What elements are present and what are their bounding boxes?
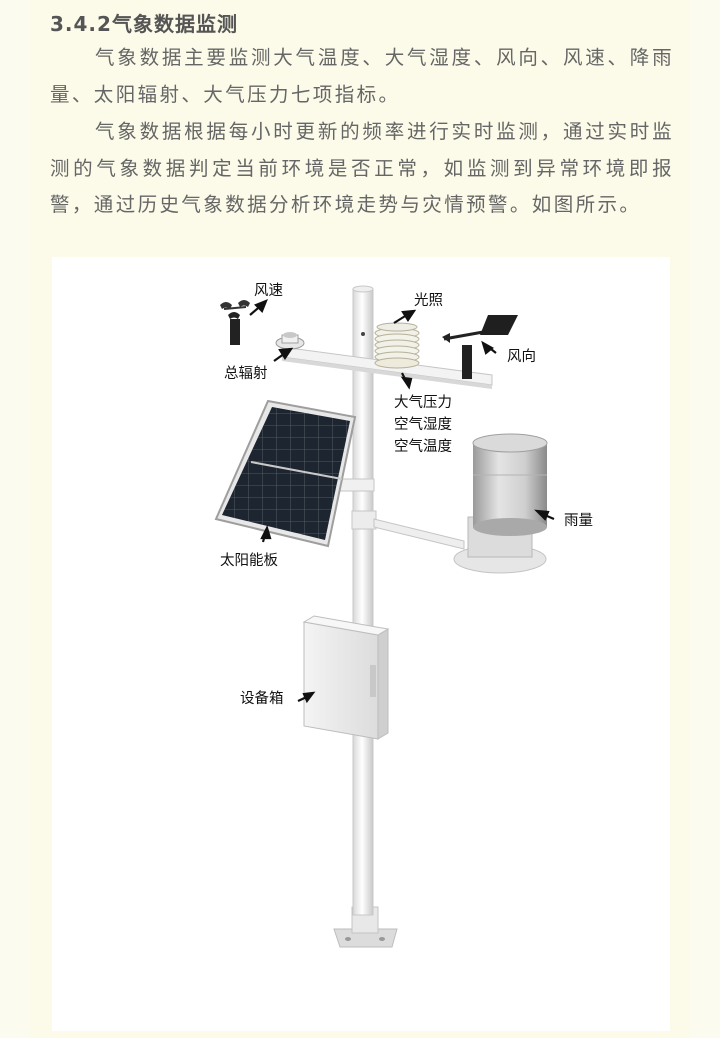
pole-base (333, 906, 398, 948)
radiation-sensor (275, 332, 305, 350)
radiation-shield (374, 322, 420, 369)
label-total-radiation: 总辐射 (224, 366, 268, 382)
paragraph-1: 气象数据主要监测大气温度、大气湿度、风向、风速、降雨量、太阳辐射、大气压力七项指… (50, 46, 674, 106)
label-pressure: 大气压力 (394, 395, 452, 411)
label-rain: 雨量 (564, 513, 593, 529)
label-wind-speed: 风速 (254, 283, 283, 299)
section-heading: 3.4.2气象数据监测 (50, 12, 238, 36)
main-pole (352, 288, 374, 916)
label-equipment-box: 设备箱 (240, 691, 284, 707)
label-air-temperature: 空气温度 (394, 439, 452, 455)
weather-station-illustration (214, 285, 555, 948)
label-air-humidity: 空气湿度 (394, 417, 452, 433)
paragraph-2: 气象数据根据每小时更新的频率进行实时监测，通过实时监测的气象数据判定当前环境是否… (50, 120, 674, 216)
label-solar-panel: 太阳能板 (220, 553, 278, 569)
rain-gauge-graphic (453, 433, 548, 574)
label-wind-direction: 风向 (507, 349, 536, 365)
solar-panel-graphic (214, 399, 357, 548)
wind-vane (442, 315, 518, 379)
weather-station-figure: 风速 光照 总辐射 风向 大气压力 空气湿度 空气温度 雨量 太阳能板 设备箱 (52, 257, 670, 1031)
label-arrows (249, 299, 555, 704)
label-light: 光照 (414, 293, 443, 309)
equipment-box-graphic (302, 615, 390, 740)
rain-gauge-arm (373, 518, 465, 550)
anemometer (220, 300, 250, 345)
